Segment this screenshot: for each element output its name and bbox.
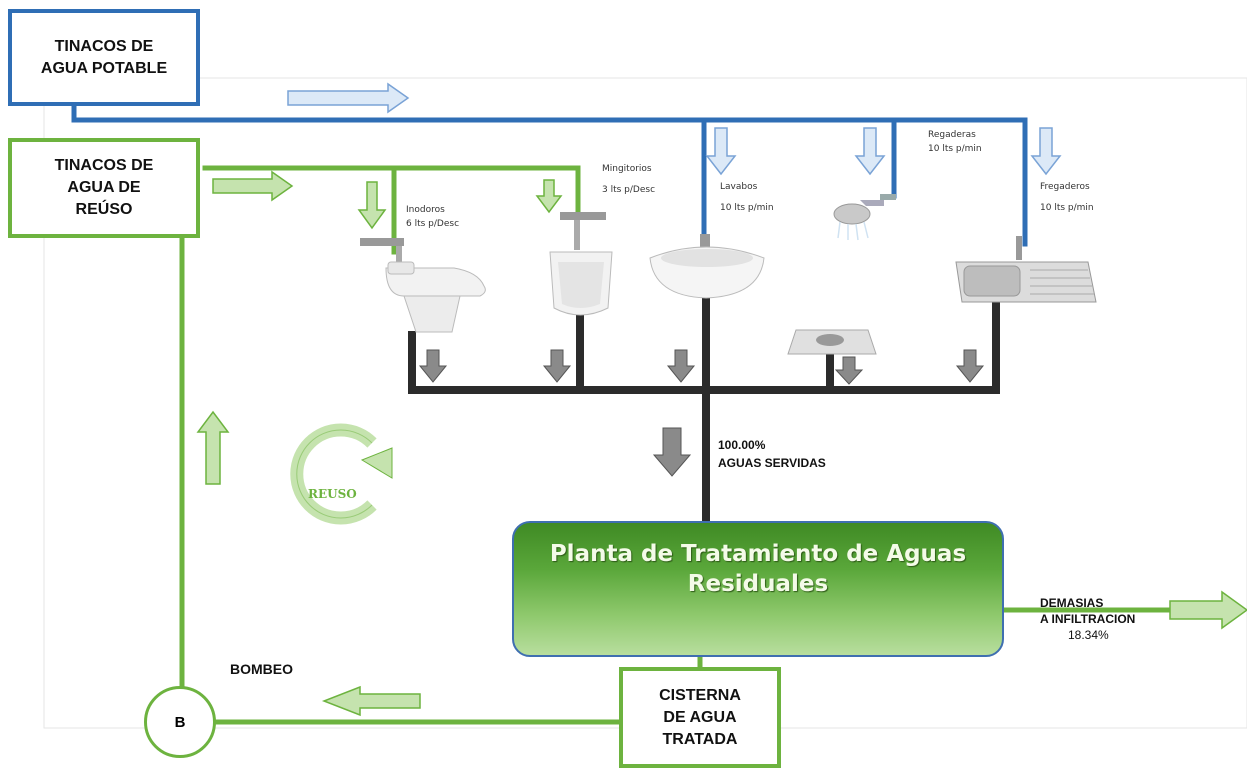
potable-flow-arrows [287, 82, 1062, 176]
fixture-name: Inodoros [406, 205, 445, 215]
reuse-water-tank-box: TINACOS DE AGUA DE REÚSO [8, 138, 200, 238]
treated-water-cistern-label: CISTERNA DE AGUA TRATADA [659, 686, 741, 748]
fixture-label-fregaderos: Fregaderos 10 lts p/min [1040, 180, 1094, 215]
excess-percent: 18.34% [1068, 628, 1109, 642]
toilet-icon [360, 238, 486, 333]
pump-label: B [174, 713, 186, 731]
floor-drain-icon [787, 329, 877, 355]
fixture-rate: 10 lts p/min [928, 144, 982, 154]
arrow-down-icon [1030, 127, 1062, 176]
arrow-down-icon [666, 349, 696, 383]
arrow-down-icon [854, 127, 886, 176]
kitchen-sink-icon [955, 236, 1097, 303]
fixture-label-lavabos: Lavabos 10 lts p/min [720, 180, 774, 215]
fixture-name: Regaderas [928, 130, 976, 140]
shower-head-icon [833, 194, 896, 241]
fixture-label-mingitorios: Mingitorios 3 lts p/Desc [602, 162, 655, 197]
arrow-down-icon [535, 179, 563, 214]
arrow-down-icon [705, 127, 737, 176]
arrow-right-icon [1169, 590, 1247, 630]
treatment-plant-box: Planta de Tratamiento de Aguas Residuale… [512, 521, 1004, 657]
reuse-water-tank-label: TINACOS DE AGUA DE REÚSO [54, 157, 154, 218]
excess-line-1: DEMASIAS [1040, 596, 1104, 610]
pumping-label: BOMBEO [230, 661, 293, 677]
arrow-up-icon [196, 410, 230, 485]
arrow-left-icon [321, 685, 421, 717]
arrow-right-icon [212, 170, 294, 202]
arrow-down-icon [834, 356, 864, 385]
reuse-cycle-label: REUSO [308, 487, 357, 501]
fixture-name: Mingitorios [602, 164, 652, 174]
served-water-label: 100.00% AGUAS SERVIDAS [718, 436, 826, 472]
fixture-label-inodoros: Inodoros 6 lts p/Desc [406, 203, 459, 231]
urinal-icon [549, 212, 613, 316]
served-water-text: AGUAS SERVIDAS [718, 456, 826, 470]
arrow-down-icon [418, 349, 448, 383]
treated-water-cistern-box: CISTERNA DE AGUA TRATADA [619, 667, 781, 768]
potable-water-tank-box: TINACOS DE AGUA POTABLE [8, 9, 200, 106]
pump-node: B [144, 686, 216, 758]
fixture-label-regaderas: Regaderas 10 lts p/min [928, 128, 982, 156]
fixture-rate: 6 lts p/Desc [406, 219, 460, 229]
fixture-rate: 10 lts p/min [1040, 203, 1094, 213]
potable-water-tank-label: TINACOS DE AGUA POTABLE [40, 37, 168, 77]
served-water-percent: 100.00% [718, 438, 766, 452]
arrow-down-icon [652, 427, 692, 477]
potable-pipe [71, 101, 1028, 247]
reuse-cycle-icon [290, 423, 393, 525]
arrow-down-icon [542, 349, 572, 383]
arrow-down-icon [955, 349, 985, 383]
excess-infiltration-label: DEMASIAS A INFILTRACION 18.34% [1040, 595, 1135, 643]
arrow-right-icon [287, 82, 410, 114]
drain-flow-arrows [418, 349, 985, 477]
reuse-flow-arrows [196, 170, 1247, 717]
fixture-name: Lavabos [720, 182, 758, 192]
fixture-rate: 3 lts p/Desc [602, 185, 656, 195]
washbasin-icon [649, 234, 765, 299]
excess-line-2: A INFILTRACION [1040, 612, 1136, 626]
treatment-plant-label: Planta de Tratamiento de Aguas Residuale… [549, 541, 967, 597]
drain-pipe [408, 294, 1000, 524]
fixture-name: Fregaderos [1040, 182, 1090, 192]
arrow-down-icon [357, 181, 387, 230]
reuse-pipe [179, 165, 1173, 725]
fixture-rate: 10 lts p/min [720, 203, 774, 213]
